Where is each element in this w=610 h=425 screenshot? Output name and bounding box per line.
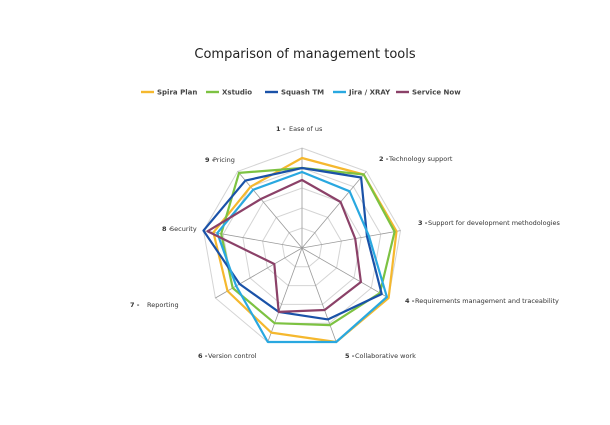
- axis-number: 3 -: [418, 219, 428, 227]
- axis-spoke: [301, 247, 389, 299]
- legend-label: Squash TM: [281, 89, 324, 97]
- grid-ring: [281, 227, 323, 268]
- axis-number: 5 -: [345, 352, 355, 360]
- axis-number: 4 -: [405, 297, 415, 305]
- axis-number: 2 -: [379, 155, 389, 163]
- legend-label: Spira Plan: [157, 89, 197, 97]
- series-line: [206, 178, 362, 313]
- axis-number: 9 -: [205, 156, 215, 164]
- axis-label: Collaborative work: [355, 352, 416, 360]
- legend-label: Jira / XRAY: [348, 89, 391, 97]
- axis-spoke: [237, 171, 303, 249]
- axis-spoke: [215, 247, 303, 299]
- axis-spoke: [301, 230, 401, 249]
- axis-label: Support for development methodologies: [428, 219, 561, 227]
- legend-label: Xstudio: [222, 89, 252, 97]
- grid-ring: [262, 207, 342, 287]
- chart-title: Comparison of management tools: [194, 47, 416, 62]
- axis-spoke: [203, 230, 303, 249]
- legend-label: Service Now: [412, 89, 461, 97]
- axis-number: 7 -: [130, 301, 140, 309]
- radar-series: [202, 156, 398, 344]
- legend: Spira Plan Xstudio Squash TM Jira / XRAY Ser…: [141, 89, 461, 97]
- series-line: [220, 166, 396, 327]
- axis-label: Technology support: [388, 155, 453, 163]
- axis-label: Reporting: [147, 301, 179, 309]
- axis-label: Pricing: [213, 156, 235, 164]
- series-line: [202, 166, 383, 321]
- grid-ring: [242, 187, 362, 305]
- axis-spoke: [301, 247, 337, 343]
- axis-number: 1 -: [276, 125, 286, 133]
- axis-label: Requirements management and traceability: [415, 297, 559, 305]
- series-line: [216, 170, 388, 344]
- axis-spoke: [301, 171, 367, 249]
- axis-labels: 1 -Ease of us 2 -Technology support 3 -Sup…: [130, 125, 561, 360]
- axis-label: Security: [170, 225, 197, 233]
- axis-number: 6 -: [198, 352, 208, 360]
- axis-number: 8 -: [162, 225, 172, 233]
- axis-label: Version control: [208, 352, 257, 360]
- axis-spoke: [267, 247, 303, 343]
- axis-label: Ease of us: [289, 125, 323, 133]
